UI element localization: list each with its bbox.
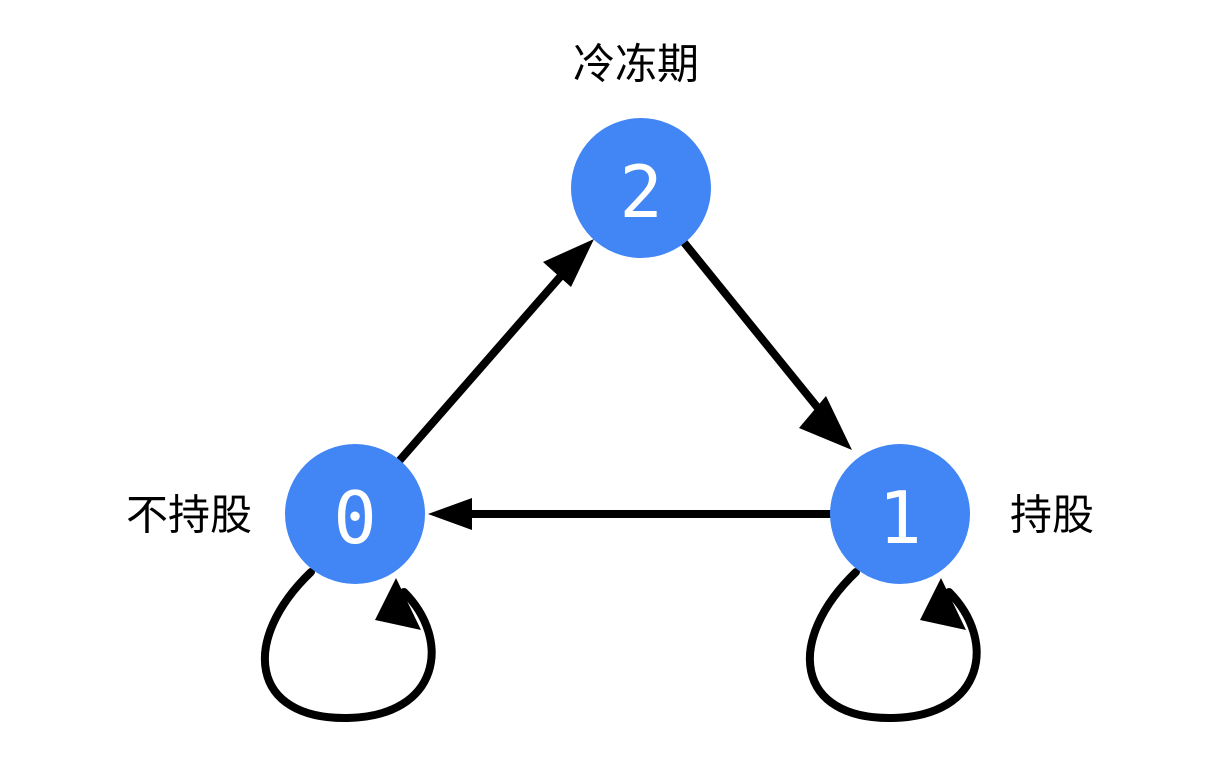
node-2[interactable]: 2 [571,118,711,258]
edge-0-to-2-arrowhead [543,239,594,287]
edge-2-to-1-path [678,236,826,417]
edge-2-to-1[interactable] [678,236,852,450]
edge-0-to-2-path [396,265,571,464]
edge-0-self-arrowhead [375,578,421,630]
node-1[interactable]: 1 [830,444,970,584]
node-0-label: 0 [333,476,376,560]
edge-1-to-0[interactable] [428,498,834,530]
node-0-caption: 不持股 [126,491,252,540]
edge-1-self-arrowhead [920,578,966,630]
edge-0-to-2[interactable] [396,239,594,464]
node-1-label: 1 [878,476,921,560]
node-0-circle[interactable] [285,444,425,584]
edge-2-to-1-arrowhead [799,396,852,450]
node-1-circle[interactable] [830,444,970,584]
edge-0-self[interactable] [260,568,436,723]
edges-group [260,236,981,723]
node-2-circle[interactable] [571,118,711,258]
edge-0-self-path [260,568,436,723]
edge-1-self[interactable] [805,568,981,723]
node-2-caption: 冷冻期 [573,40,699,89]
nodes-group: 2 0 1 [285,118,970,584]
captions-group: 冷冻期 不持股 持股 [126,40,1094,540]
node-0[interactable]: 0 [285,444,425,584]
edge-1-to-0-arrowhead [428,498,472,530]
node-2-label: 2 [619,150,662,234]
node-1-caption: 持股 [1010,491,1094,540]
edge-1-self-path [805,568,981,723]
